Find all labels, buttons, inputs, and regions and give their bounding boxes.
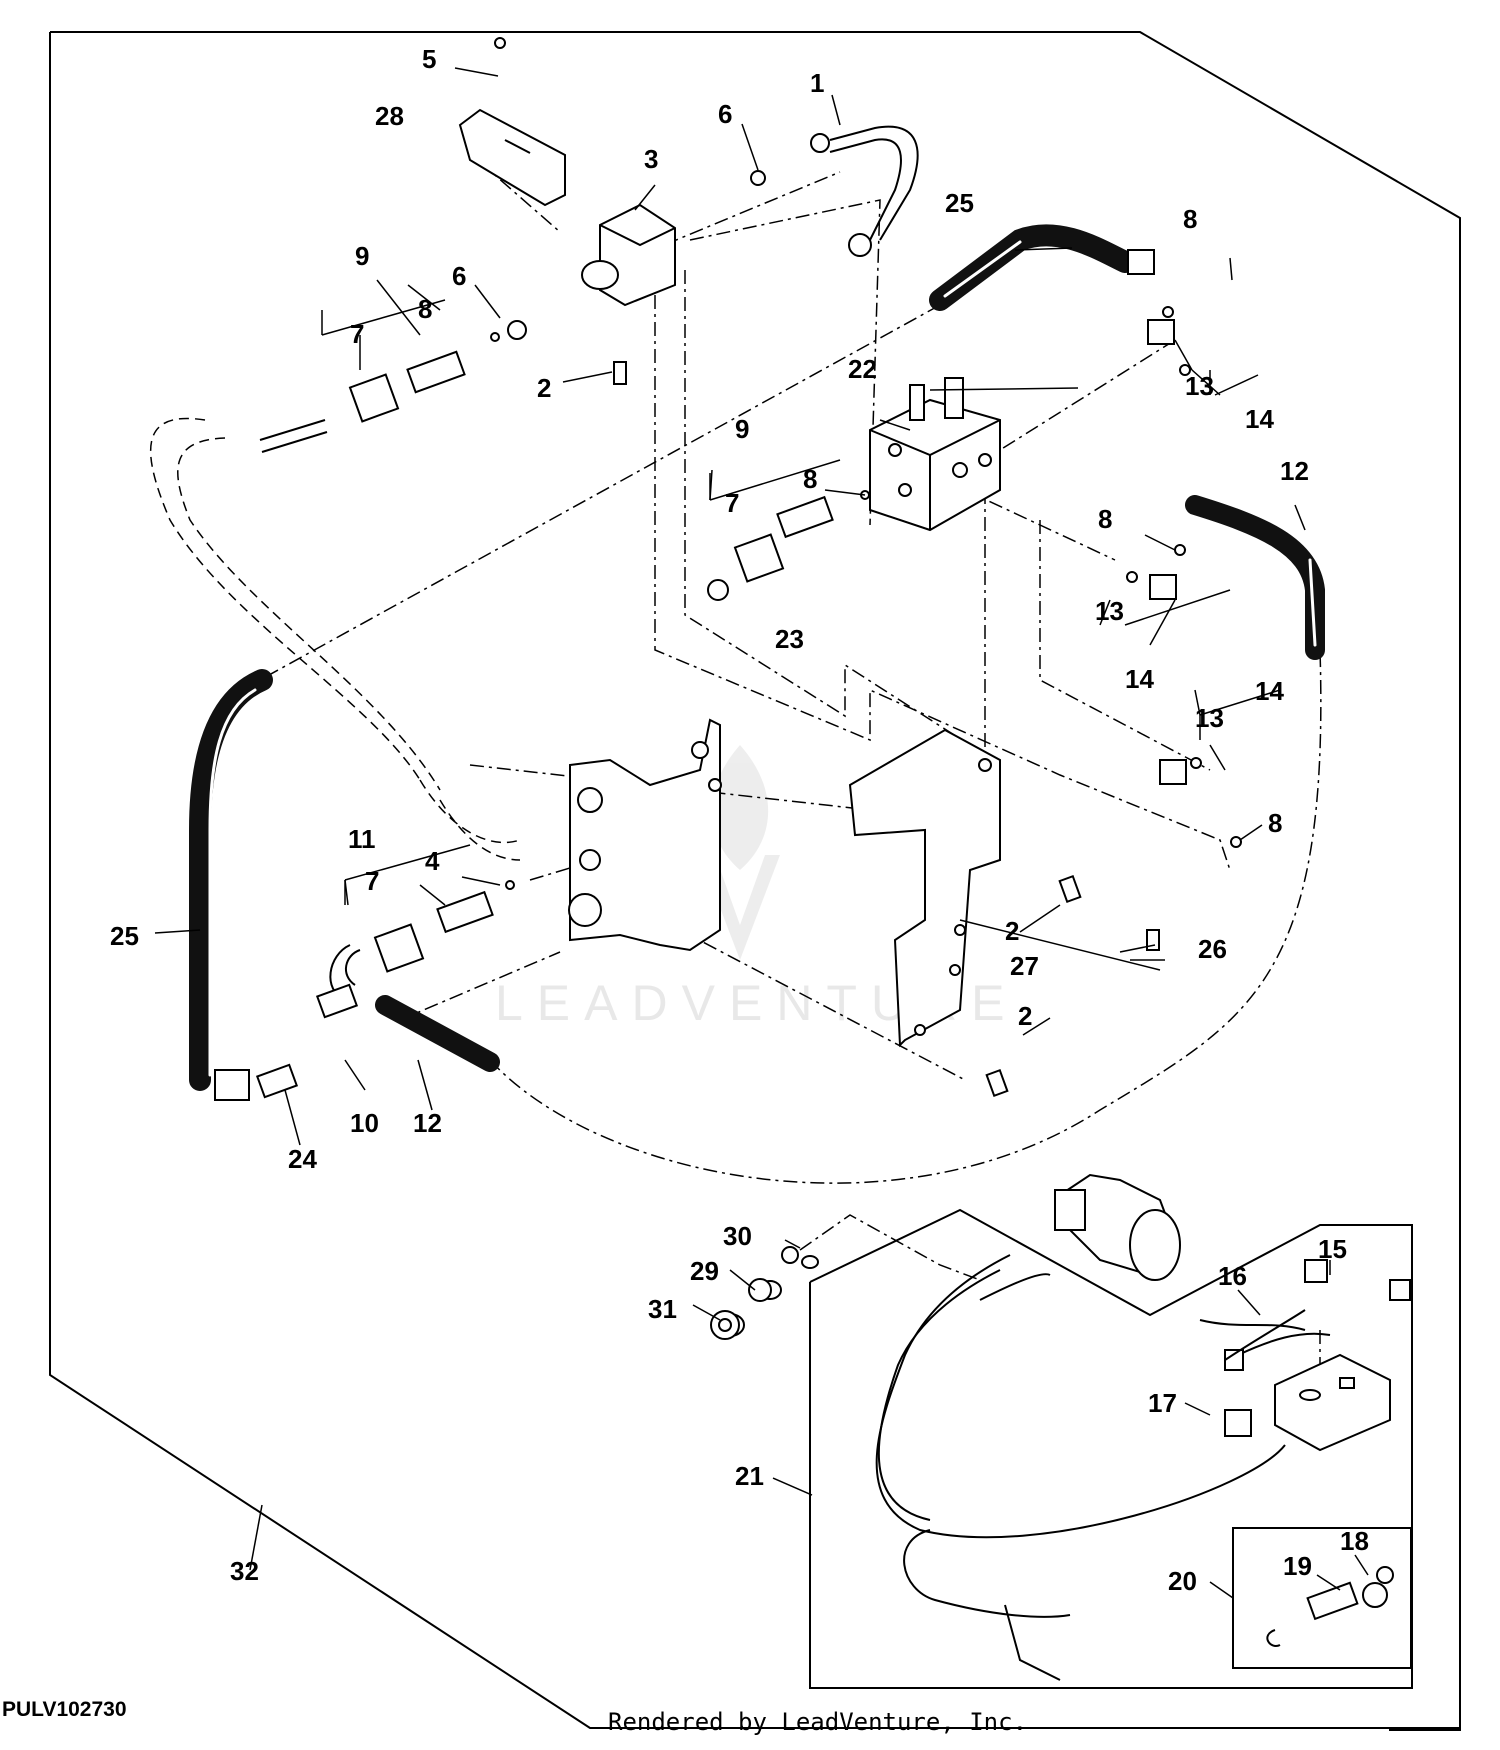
callout-10: 10 — [350, 1108, 379, 1138]
callout-8c: 8 — [1183, 204, 1197, 234]
render-credit: Rendered by LeadVenture, Inc. — [608, 1708, 1028, 1736]
callout-15: 15 — [1318, 1234, 1347, 1264]
callout-26: 26 — [1198, 934, 1227, 964]
callout-1: 1 — [810, 68, 824, 98]
callout-14b: 14 — [1125, 664, 1154, 694]
callout-6a: 6 — [718, 99, 732, 129]
callout-2c: 2 — [1018, 1001, 1032, 1031]
callout-2b: 2 — [1005, 916, 1019, 946]
switch-box — [1224, 1259, 1411, 1452]
callout-22: 22 — [848, 354, 877, 384]
callout-8e: 8 — [1268, 808, 1282, 838]
figure-code: PULV102730 — [2, 1698, 127, 1721]
callout-8a: 8 — [418, 294, 432, 324]
callout-12a: 12 — [1280, 456, 1309, 486]
harness-kit-frame — [809, 1208, 1413, 1689]
callout-5: 5 — [422, 44, 436, 74]
callout-7b: 7 — [725, 488, 739, 518]
callout-21: 21 — [735, 1461, 764, 1491]
callout-16: 16 — [1218, 1261, 1247, 1291]
callout-12b: 12 — [413, 1108, 442, 1138]
bracket-27 — [848, 728, 1001, 1048]
valve-block — [869, 377, 1001, 532]
bracket-28 — [458, 108, 566, 207]
callout-13c: 13 — [1195, 703, 1224, 733]
callout-23: 23 — [775, 624, 804, 654]
callout-9a: 9 — [355, 241, 369, 271]
mounting-plate — [568, 718, 722, 952]
callout-7a: 7 — [350, 319, 364, 349]
callout-14a: 14 — [1245, 404, 1274, 434]
hose-25-left — [189, 669, 273, 1091]
callout-14c: 14 — [1255, 676, 1284, 706]
hose-12-right — [1185, 495, 1325, 660]
hoses — [189, 224, 1325, 1091]
callout-17: 17 — [1148, 1388, 1177, 1418]
callout-24: 24 — [288, 1144, 317, 1174]
callout-3: 3 — [644, 144, 658, 174]
callout-6b: 6 — [452, 261, 466, 291]
callout-28: 28 — [375, 101, 404, 131]
leader-lines — [154, 67, 1369, 1599]
outer-frame-left — [49, 32, 1460, 1729]
hose-highlights — [208, 240, 1317, 1077]
callout-11: 11 — [348, 824, 376, 854]
callout-19: 19 — [1283, 1551, 1312, 1581]
callout-29: 29 — [690, 1256, 719, 1286]
nuts — [710, 1246, 799, 1340]
callout-9b: 9 — [735, 414, 749, 444]
callout-13b: 13 — [1095, 596, 1124, 626]
callout-8d: 8 — [1098, 504, 1112, 534]
outer-frame — [50, 31, 1461, 1731]
callout-25a: 25 — [945, 188, 974, 218]
bracket-3 — [581, 203, 676, 307]
callout-25b: 25 — [110, 921, 139, 951]
callout-13a: 13 — [1185, 371, 1214, 401]
callout-30: 30 — [723, 1221, 752, 1251]
watermark-flame-icon — [711, 745, 769, 870]
wiring-harness — [875, 1254, 1331, 1681]
hose-12-lower — [375, 995, 500, 1072]
callout-20: 20 — [1168, 1566, 1197, 1596]
callout-7c: 7 — [365, 866, 379, 896]
callout-2a: 2 — [537, 373, 551, 403]
callout-32: 32 — [230, 1556, 259, 1586]
callout-31: 31 — [648, 1294, 677, 1324]
callout-4: 4 — [425, 846, 440, 876]
callouts: 1 2 2 2 2 3 4 5 6 6 7 7 7 8 8 8 8 8 9 9 … — [110, 44, 1369, 1596]
switch-19 — [1266, 1566, 1394, 1647]
metal-tubes — [259, 125, 919, 1001]
callout-27: 27 — [1010, 951, 1039, 981]
hose-25-upper — [929, 224, 1136, 311]
pump-motor — [1054, 1173, 1181, 1281]
callout-8b: 8 — [803, 464, 817, 494]
ghost-hose — [149, 417, 521, 861]
fittings — [214, 37, 1242, 1337]
callout-18: 18 — [1340, 1526, 1369, 1556]
